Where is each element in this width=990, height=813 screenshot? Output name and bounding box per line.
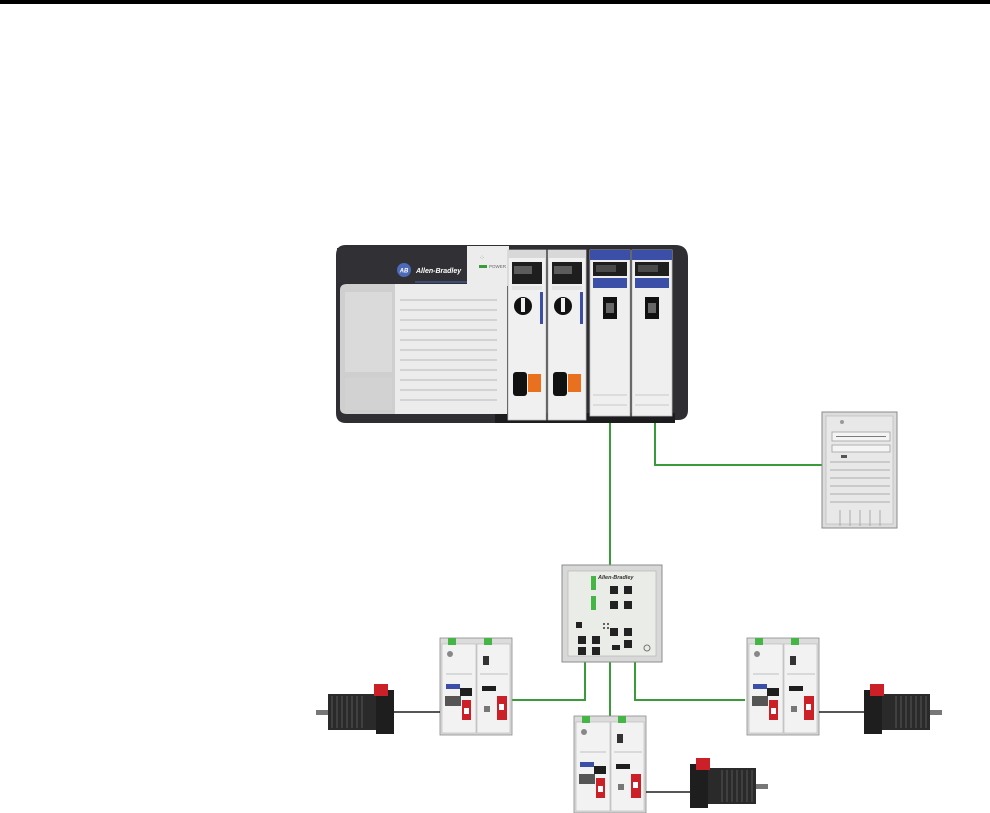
controller-module-2 [548,250,586,420]
servo-motor-left-icon [316,684,394,734]
cable-switch-to-right-drive [635,662,745,700]
controller-2-orange-button [568,374,581,392]
ethernet-switch-icon: Allen-Bradley [562,565,662,662]
servo-motor-center-icon [690,758,768,808]
controller-1-orange-button [528,374,541,392]
svg-text:⁘: ⁘ [479,255,485,262]
servo-drive-right-icon [747,638,819,735]
cable-controller-to-workstation [655,422,835,465]
cable-switch-to-left-drive [512,662,585,700]
controllogix-chassis-icon: AB Allen-Bradley ⁘ POWER [336,245,688,423]
ethernet-module-1 [590,250,630,416]
svg-text:AB: AB [399,269,409,275]
controller-module-1 [508,250,546,420]
chassis-brand-label: Allen-Bradley [415,268,462,275]
servo-drive-left-icon [440,638,512,735]
switch-brand-label: Allen-Bradley [597,575,634,581]
power-label: POWER [489,264,507,269]
workstation-computer-icon [822,412,897,528]
servo-motor-right-icon [864,684,942,734]
servo-drive-center-icon [574,716,646,813]
ethernet-module-2 [632,250,672,416]
